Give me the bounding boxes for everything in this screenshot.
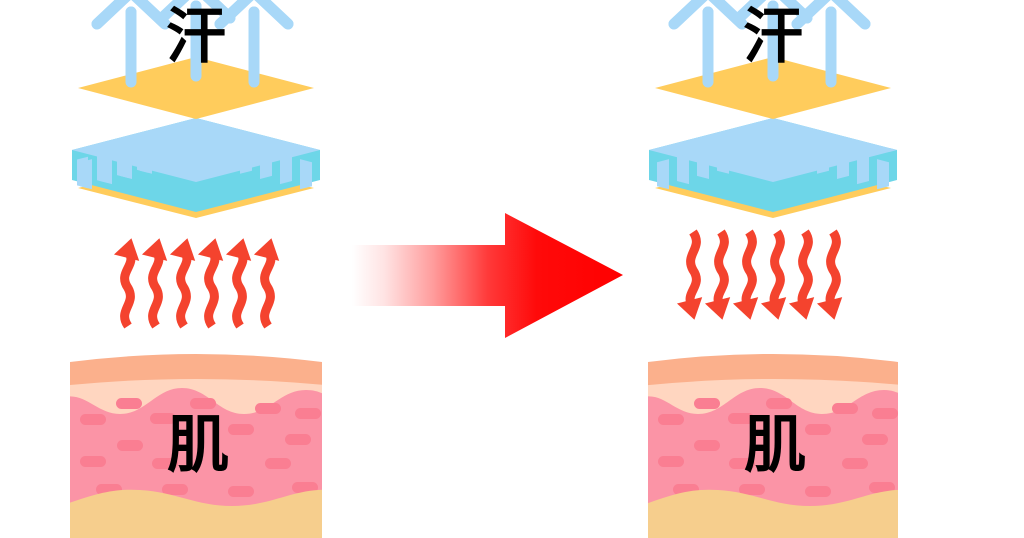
heat-wave-icon xyxy=(254,235,284,326)
skin-label-after: 肌 xyxy=(744,408,806,481)
heat-waves-after xyxy=(677,232,847,323)
heat-wave-icon xyxy=(142,235,172,326)
heat-wave-icon xyxy=(226,235,256,326)
heat-waves-before xyxy=(114,235,284,326)
transition-arrow xyxy=(352,213,623,338)
heat-wave-icon xyxy=(733,232,763,323)
skin-block-after xyxy=(648,354,898,538)
mesh-slot-windows xyxy=(657,133,889,190)
before-panel: 汗 xyxy=(70,0,322,538)
sweat-label-before: 汗 xyxy=(166,2,226,72)
heat-wave-icon xyxy=(817,232,847,323)
fabric-mesh-layer xyxy=(649,118,897,212)
right-arrow-icon xyxy=(352,213,623,338)
skin-subcutaneous xyxy=(648,489,898,538)
heat-wave-icon xyxy=(789,232,819,323)
fabric-mesh-layer xyxy=(72,118,320,212)
after-panel: 汗 xyxy=(648,0,898,538)
heat-wave-icon xyxy=(677,232,707,323)
skin-label-before: 肌 xyxy=(167,408,229,481)
sweat-label-after: 汗 xyxy=(743,2,803,72)
skin-subcutaneous xyxy=(70,489,322,538)
skin-block-before xyxy=(70,354,322,538)
heat-wave-icon xyxy=(198,235,228,326)
skin-dermis-dashes xyxy=(658,398,898,516)
mesh-slot-windows xyxy=(80,133,312,190)
mesh-slots-right xyxy=(204,160,215,194)
heat-wave-icon xyxy=(170,235,200,326)
heat-wave-icon xyxy=(114,235,144,326)
heat-wave-icon xyxy=(761,232,791,323)
heat-wave-icon xyxy=(705,232,735,323)
